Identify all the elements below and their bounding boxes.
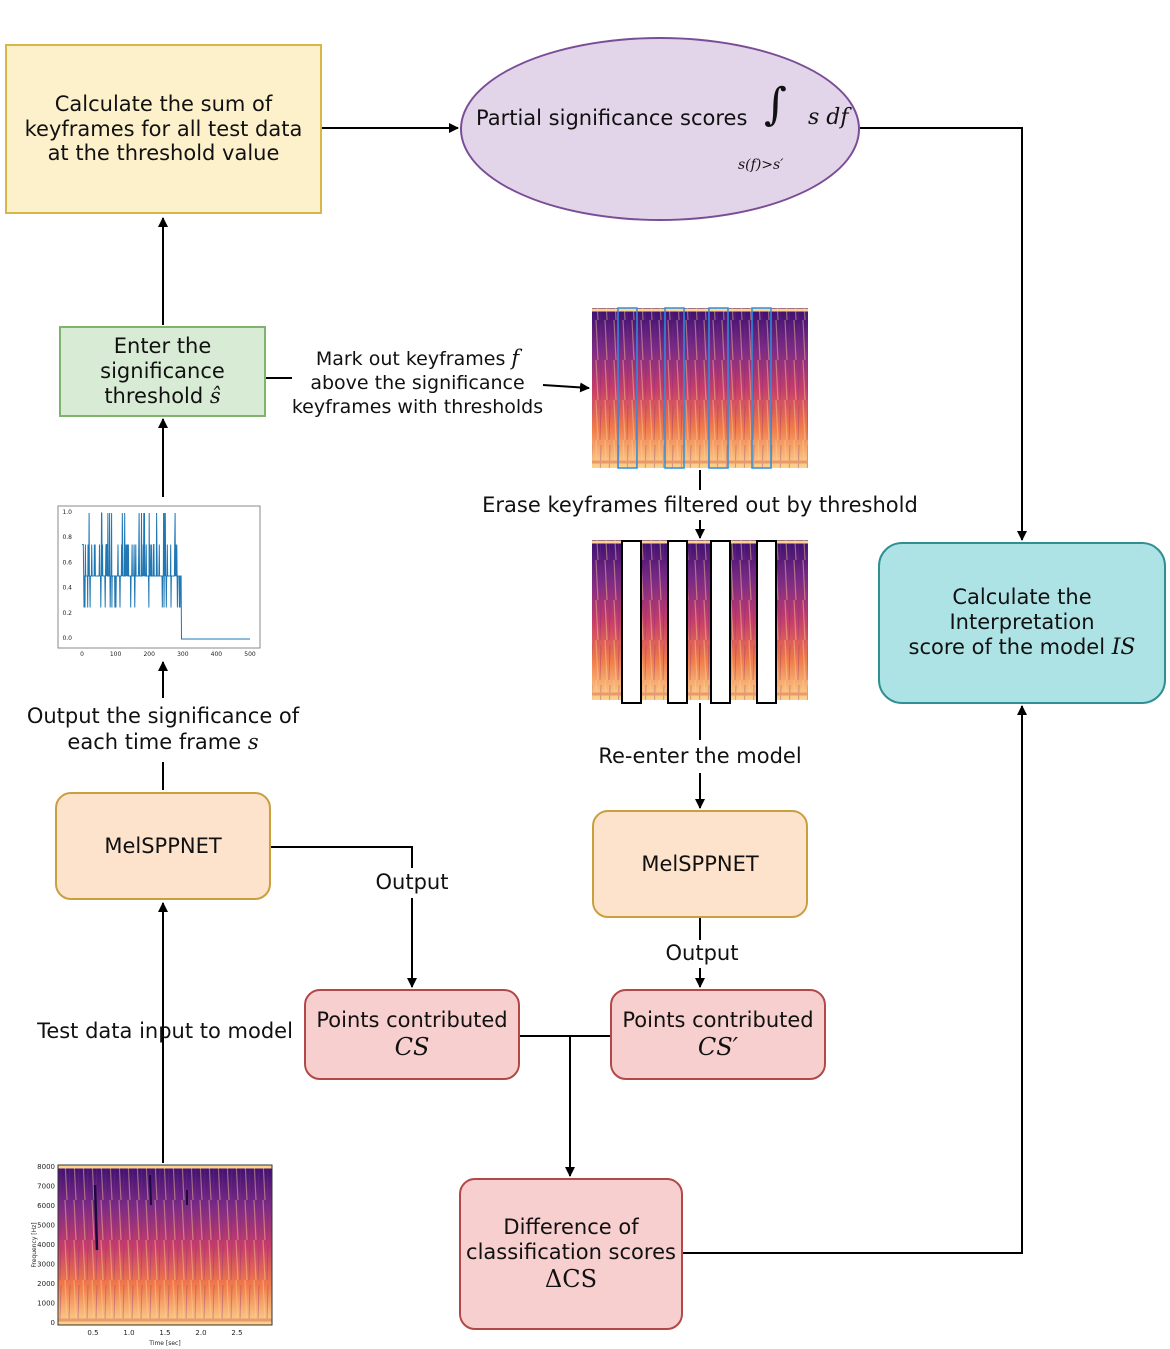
partial-significance-ellipse: Partial significance scores ∫ s(f)>s′ s … — [460, 37, 860, 221]
sig-xtick-label: 200 — [143, 651, 155, 658]
sig-xtick-label: 0 — [80, 651, 84, 658]
spectrogram-input-plot: 8000 7000 6000 5000 4000 3000 2000 1000 0 0.5 1.0… — [31, 1163, 273, 1347]
sig-ytick-label: 0.4 — [62, 585, 72, 592]
spectrogram-erased — [592, 540, 808, 704]
arrow-melsppnet-to-cs — [271, 846, 413, 868]
sig-xtick-label: 400 — [211, 651, 223, 658]
spec-ytick-label: 1000 — [37, 1300, 55, 1308]
arrow-partial-to-interpretation — [860, 127, 1027, 541]
mark-out-label: Mark out keyframes f above the significa… — [290, 345, 545, 419]
enter-threshold-line1: Enter the — [113, 334, 212, 359]
points-cs-prime-text: Points contributed — [622, 1007, 814, 1032]
arrow-difference-to-interpretation — [683, 705, 1027, 1254]
threshold-symbol: ŝ — [209, 383, 221, 408]
output-significance-line2: each time frame — [67, 730, 242, 755]
spec-ytick-label: 8000 — [37, 1163, 55, 1171]
significance-symbol: s — [247, 730, 259, 755]
output-significance-line1: Output the significance of — [26, 704, 300, 728]
output-right-label: Output — [665, 941, 739, 965]
melsppnet-left-box: MelSPPNET — [55, 792, 271, 900]
reenter-label: Re-enter the model — [598, 744, 802, 768]
melsppnet-right-text: MelSPPNET — [641, 851, 759, 876]
sum-keyframes-text: Calculate the sum of keyframes for all t… — [24, 91, 303, 166]
sig-ytick-label: 0.8 — [62, 534, 72, 541]
spec-xtick-label: 1.0 — [123, 1329, 134, 1337]
sig-xtick-label: 300 — [177, 651, 189, 658]
integral-lower-limit: s(f)>s′ — [738, 157, 784, 173]
spec-ytick-label: 4000 — [37, 1241, 55, 1249]
mark-out-line1: Mark out keyframes — [315, 348, 506, 370]
sum-keyframes-box: Calculate the sum of keyframes for all t… — [5, 44, 322, 214]
sig-ytick-label: 1.0 — [62, 509, 72, 516]
spec-xtick-label: 1.5 — [159, 1329, 170, 1337]
melsppnet-left-text: MelSPPNET — [104, 833, 222, 858]
significance-plot: 1.0 0.8 0.6 0.4 0.2 0.0 0 100 200 300 400 500 — [57, 505, 261, 658]
interpretation-box: Calculate the Interpretation score of th… — [878, 542, 1166, 704]
spec-xtick-label: 2.0 — [195, 1329, 206, 1337]
output-left-label: Output — [375, 870, 449, 894]
enter-threshold-line3: threshold — [104, 383, 204, 408]
integral-sign: ∫ — [764, 79, 787, 130]
enter-threshold-box: Enter the significance threshold ŝ — [59, 326, 266, 417]
spec-ytick-label: 2000 — [37, 1280, 55, 1288]
spec-ytick-label: 6000 — [37, 1202, 55, 1210]
spec-ytick-label: 0 — [51, 1319, 55, 1327]
cs-symbol: CS — [394, 1032, 430, 1061]
spec-ytick-label: 5000 — [37, 1222, 55, 1230]
arrow-mark-to-spectrogram — [542, 382, 590, 393]
sig-xtick-label: 500 — [244, 651, 256, 658]
sig-ytick-label: 0.6 — [62, 559, 72, 566]
delta-cs-symbol: ΔCS — [544, 1264, 598, 1293]
spec-xtick-label: 0.5 — [87, 1329, 98, 1337]
mark-out-line2: above the significance — [310, 371, 525, 394]
spec-ytick-label: 3000 — [37, 1261, 55, 1269]
interpretation-line1: Calculate the Interpretation — [949, 585, 1095, 635]
melsppnet-right-box: MelSPPNET — [592, 810, 808, 918]
spectrogram-marked — [592, 307, 808, 469]
output-significance-label: Output the significance of each time fra… — [10, 703, 316, 756]
erase-label: Erase keyframes filtered out by threshol… — [482, 493, 918, 517]
keyframe-symbol: f — [511, 346, 520, 370]
spec-ytick-label: 7000 — [37, 1183, 55, 1191]
points-cs-text: Points contributed — [316, 1007, 508, 1032]
points-cs-prime-box: Points contributed CS′ — [610, 989, 826, 1080]
is-symbol: IS — [1111, 634, 1136, 660]
difference-line2: classification scores — [466, 1239, 676, 1264]
spectrogram-ylabel: Frequency [Hz] — [31, 1222, 38, 1267]
interpretation-line2: score of the model — [908, 634, 1106, 659]
difference-line1: Difference of — [503, 1215, 639, 1240]
enter-threshold-line2: significance — [100, 359, 225, 384]
spectrogram-xlabel: Time [sec] — [148, 1340, 180, 1347]
cs-prime-symbol: CS′ — [697, 1032, 739, 1061]
test-data-label: Test data input to model — [37, 1019, 293, 1043]
sig-ytick-label: 0.0 — [62, 635, 72, 642]
integrand: s df — [808, 105, 849, 130]
partial-scores-text: Partial significance scores — [476, 106, 748, 130]
sig-ytick-label: 0.2 — [62, 610, 72, 617]
sig-xtick-label: 100 — [110, 651, 122, 658]
difference-box: Difference of classification scores ΔCS — [459, 1178, 683, 1330]
points-cs-box: Points contributed CS — [304, 989, 520, 1080]
mark-out-line3: keyframes with thresholds — [291, 395, 544, 418]
spec-xtick-label: 2.5 — [231, 1329, 242, 1337]
